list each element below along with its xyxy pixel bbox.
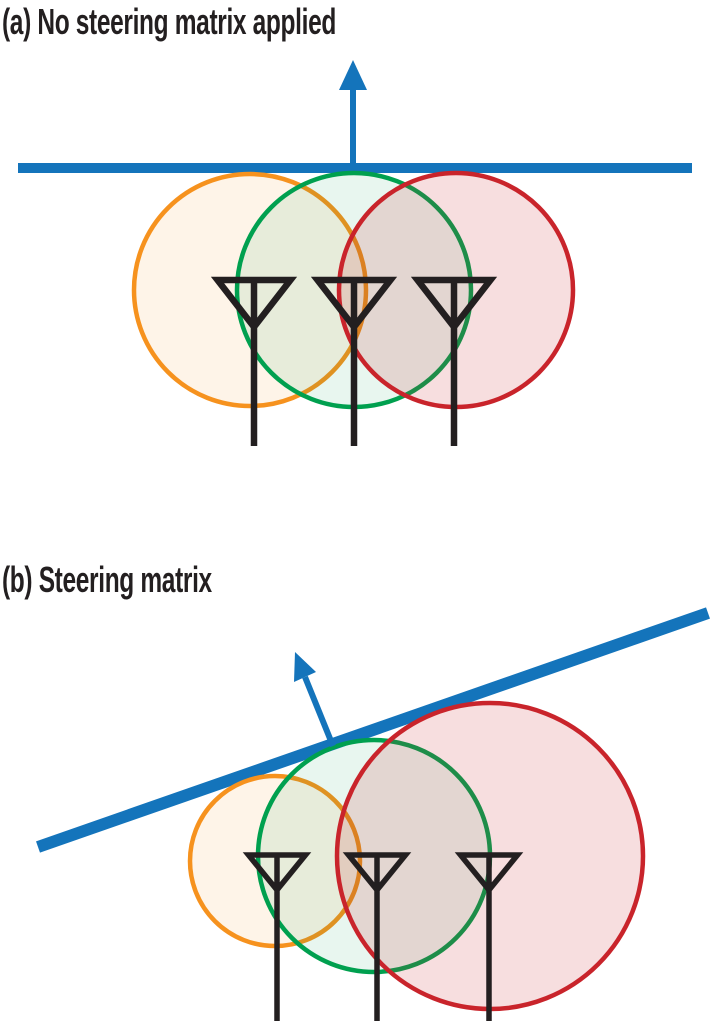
- beam-arrow-up-icon: [339, 60, 367, 170]
- antenna-icon: [410, 276, 498, 446]
- panel-b-title: (b) Steering matrix: [2, 559, 212, 600]
- antenna-icon: [310, 276, 398, 446]
- panel-a-title: (a) No steering matrix applied: [2, 1, 336, 42]
- wavefront-line-tilted: [36, 607, 710, 853]
- beam-arrow-head: [339, 60, 367, 90]
- beam-arrow-steered-icon: [294, 652, 336, 748]
- antenna-icon: [210, 276, 298, 446]
- beam-arrow-head: [294, 652, 316, 682]
- panel-a-diagram: [18, 60, 692, 446]
- beam-arrow-shaft: [302, 675, 336, 748]
- antenna-icon: [342, 852, 412, 1021]
- antenna-icon: [454, 852, 524, 1021]
- coverage-circle-orange-a: [131, 171, 369, 409]
- panel-b-diagram: [36, 607, 710, 1021]
- antenna-icon: [242, 852, 312, 1021]
